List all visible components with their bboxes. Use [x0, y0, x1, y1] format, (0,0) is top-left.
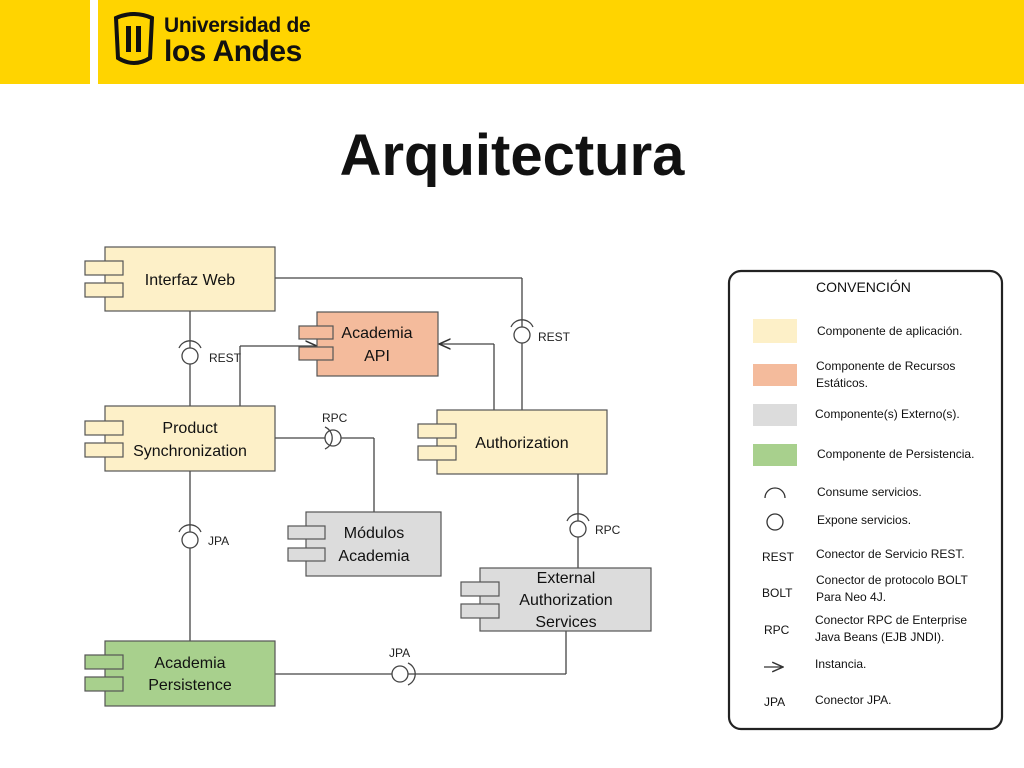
legend-text-expose: Expone servicios. — [817, 513, 911, 527]
legend-text-external: Componente(s) Externo(s). — [815, 407, 960, 421]
authorization-label: Authorization — [475, 435, 568, 452]
modulos-academia-label-1: Módulos — [344, 525, 404, 542]
legend-symbol-rest: REST — [762, 550, 795, 564]
component-interfaz-web: Interfaz Web — [84, 246, 276, 312]
rest-connector-left — [178, 340, 202, 365]
legend-text-static-2: Estáticos. — [816, 376, 868, 390]
rest-connector-right — [510, 319, 534, 344]
external-auth-label-3: Services — [535, 614, 596, 631]
academia-persistence-label-1: Academia — [154, 655, 225, 672]
component-authorization: Authorization — [417, 409, 608, 475]
logo-line-1: Universidad de — [164, 14, 311, 37]
legend-swatch-persist — [753, 444, 797, 466]
header-divider — [90, 0, 98, 84]
legend-ball-icon — [766, 513, 784, 531]
rpc-connector-right — [566, 513, 590, 538]
legend-swatch-static — [753, 364, 797, 386]
academia-api-label-1: Academia — [341, 325, 412, 342]
modulos-academia-label-2: Academia — [338, 548, 409, 565]
legend-symbol-jpa: JPA — [764, 695, 785, 709]
header-bar — [0, 0, 1024, 84]
legend-swatch-external — [753, 404, 797, 426]
rest-label-right: REST — [538, 330, 571, 344]
legend-swatch-app — [753, 319, 797, 343]
page-title: Arquitectura — [339, 123, 685, 188]
jpa-label-bottom: JPA — [389, 646, 410, 660]
rpc-label-right: RPC — [595, 523, 621, 537]
academia-api-label-2: API — [364, 348, 390, 365]
legend-text-rpc-1: Conector RPC de Enterprise — [815, 613, 967, 627]
legend-text-rpc-2: Java Beans (EJB JNDI). — [815, 630, 944, 644]
university-logo: Universidad de los Andes — [112, 12, 311, 72]
jpa-label-left: JPA — [208, 534, 229, 548]
interfaz-web-label: Interfaz Web — [145, 272, 236, 289]
jpa-connector-left — [178, 524, 202, 549]
legend-box: CONVENCIÓN REST BOLT RPC JPA Componente … — [727, 269, 1004, 731]
rpc-connector-top — [324, 426, 342, 450]
external-auth-label-2: Authorization — [519, 592, 612, 609]
legend-text-bolt-2: Para Neo 4J. — [816, 590, 886, 604]
logo-line-2: los Andes — [164, 35, 302, 68]
legend-text-consume: Consume servicios. — [817, 485, 922, 499]
component-external-authorization-services: External Authorization Services — [460, 567, 652, 632]
legend-symbol-rpc: RPC — [764, 623, 790, 637]
logo-emblem-icon — [113, 12, 155, 65]
component-product-synchronization: Product Synchronization — [84, 405, 276, 472]
product-sync-label-1: Product — [162, 420, 218, 437]
rest-label-left: REST — [209, 351, 242, 365]
legend-text-instance: Instancia. — [815, 657, 866, 671]
external-auth-label-1: External — [537, 570, 596, 587]
legend-text-bolt-1: Conector de protocolo BOLT — [816, 573, 969, 587]
legend-text-rest: Conector de Servicio REST. — [816, 547, 965, 561]
legend-socket-icon — [764, 487, 786, 499]
product-sync-label-2: Synchronization — [133, 443, 247, 460]
component-academia-persistence: Academia Persistence — [84, 640, 276, 707]
legend-symbol-bolt: BOLT — [762, 586, 793, 600]
component-modulos-academia: Módulos Academia — [287, 511, 442, 577]
legend-text-persist: Componente de Persistencia. — [817, 447, 974, 461]
legend-text-jpa: Conector JPA. — [815, 693, 891, 707]
component-academia-api: Academia API — [298, 311, 439, 377]
legend-text-app: Componente de aplicación. — [817, 324, 962, 338]
legend-title: CONVENCIÓN — [816, 279, 911, 295]
jpa-connector-bottom — [391, 662, 416, 686]
rpc-label-top: RPC — [322, 411, 348, 425]
legend-text-static-1: Componente de Recursos — [816, 359, 955, 373]
academia-persistence-label-2: Persistence — [148, 677, 232, 694]
